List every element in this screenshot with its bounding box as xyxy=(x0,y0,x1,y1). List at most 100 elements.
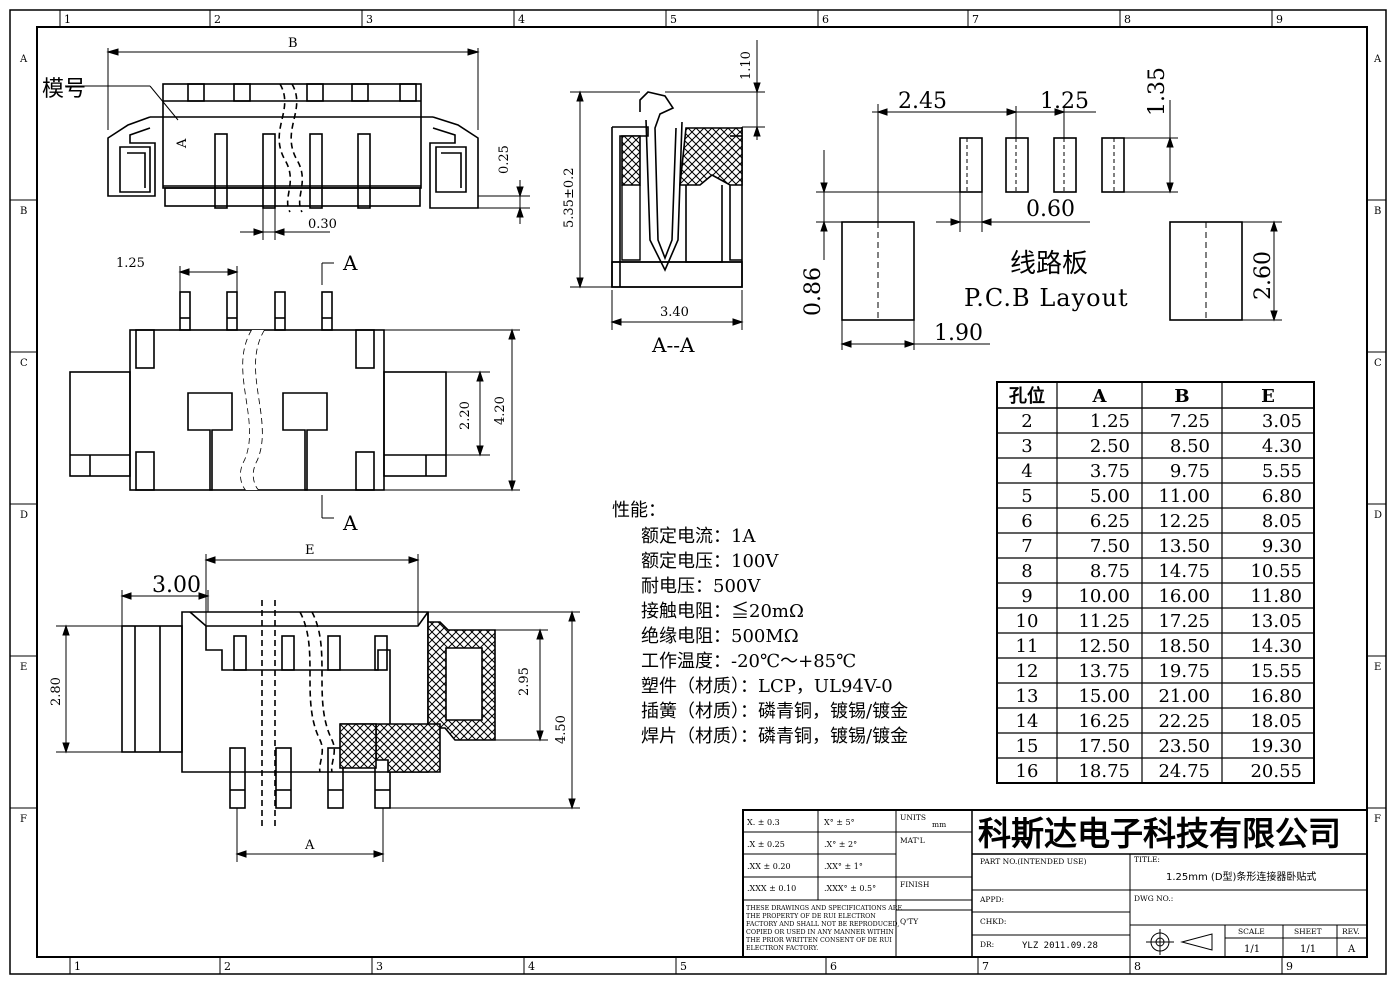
table-cell: 9.75 xyxy=(1170,461,1210,482)
tolerance-block: X. ± 0.3 X° ± 5° .X ± 0.25 .X° ± 2° .XX … xyxy=(747,818,876,893)
table-cell: 8.50 xyxy=(1170,436,1210,457)
table-cell: 7.25 xyxy=(1170,411,1210,432)
table-cell: 20.55 xyxy=(1250,761,1302,782)
svg-text:9: 9 xyxy=(1276,13,1283,26)
units-label: UNITS xyxy=(900,813,926,822)
svg-text:A: A xyxy=(19,54,28,65)
spec-line: 额定电流：1A xyxy=(641,526,756,547)
table-cell: 10.55 xyxy=(1250,561,1302,582)
side-dim-125-label: 1.25 xyxy=(116,256,145,271)
pcb-dim-245-label: 2.45 xyxy=(898,89,947,114)
table-cell: 3 xyxy=(1021,436,1032,457)
svg-text:THE PRIOR WRITTEN CONSENT OF D: THE PRIOR WRITTEN CONSENT OF DE RUI xyxy=(746,937,892,944)
scale-label: SCALE xyxy=(1238,927,1265,936)
sheet-value: 1/1 xyxy=(1300,944,1316,955)
svg-text:7: 7 xyxy=(972,13,979,26)
units-value: mm xyxy=(932,820,946,829)
table-cell: 9.30 xyxy=(1262,536,1302,557)
table-cell: 15.55 xyxy=(1250,661,1302,682)
table-cell: 18.75 xyxy=(1078,761,1130,782)
specs: 性能： 额定电流：1A 额定电压：100V 耐电压：500V 接触电阻：≦20m… xyxy=(612,500,908,747)
svg-text:E: E xyxy=(1374,662,1381,673)
svg-text:6: 6 xyxy=(830,960,837,973)
table-cell: 18.05 xyxy=(1250,711,1302,732)
svg-text:1: 1 xyxy=(64,13,71,26)
svg-text:.XX° ± 1°: .XX° ± 1° xyxy=(824,862,863,871)
chkd-label: CHKD: xyxy=(980,917,1006,926)
table-cell: 13.75 xyxy=(1078,661,1130,682)
section-dim-110-label: 1.10 xyxy=(739,51,754,80)
table-cell: 15.00 xyxy=(1078,686,1130,707)
table-cell: 7.50 xyxy=(1090,536,1130,557)
table-cell: 2.50 xyxy=(1090,436,1130,457)
svg-text:F: F xyxy=(20,814,27,825)
svg-text:.X ± 0.25: .X ± 0.25 xyxy=(747,840,785,849)
drawing-title: 1.25mm (D型)条形连接器卧贴式 xyxy=(1166,870,1316,883)
svg-text:8: 8 xyxy=(1124,13,1131,26)
svg-text:4: 4 xyxy=(518,13,525,26)
table-cell: 5.00 xyxy=(1090,486,1130,507)
svg-text:B: B xyxy=(1374,206,1381,217)
front-view xyxy=(121,600,496,830)
qty-label: Q'TY xyxy=(900,917,919,926)
table-cell: 12.50 xyxy=(1078,636,1130,657)
svg-text:6: 6 xyxy=(822,13,829,26)
table-header-cell: A xyxy=(1092,386,1108,407)
svg-text:B: B xyxy=(20,206,27,217)
svg-text:3: 3 xyxy=(366,13,373,26)
table-cell: 12.25 xyxy=(1158,511,1210,532)
table-cell: 3.05 xyxy=(1262,411,1302,432)
table-cell: 14.30 xyxy=(1250,636,1302,657)
svg-text:FACTORY AND SHALL NOT BE REPRO: FACTORY AND SHALL NOT BE REPRODUCED, xyxy=(746,921,899,928)
title-block xyxy=(742,809,1368,958)
table-cell: 6.25 xyxy=(1090,511,1130,532)
table-cell: 16.00 xyxy=(1158,586,1210,607)
table-cell: 13.50 xyxy=(1158,536,1210,557)
spec-line: 绝缘电阻：500MΩ xyxy=(641,626,799,647)
pcb-layout-dimensions xyxy=(816,100,1282,350)
part-no-label: PART NO.(INTENDED USE) xyxy=(980,857,1087,866)
table-cell: 19.75 xyxy=(1158,661,1210,682)
table-header-cell: E xyxy=(1261,386,1275,407)
section-dim-535-label: 5.35±0.2 xyxy=(562,167,577,228)
table-cell: 10 xyxy=(1016,611,1039,632)
dr-label: DR: xyxy=(980,940,994,949)
table-cell: 13.05 xyxy=(1250,611,1302,632)
svg-text:5: 5 xyxy=(670,13,677,26)
table-cell: 17.50 xyxy=(1078,736,1130,757)
table-cell: 8 xyxy=(1021,561,1032,582)
svg-text:8: 8 xyxy=(1134,960,1141,973)
section-mark-top: A xyxy=(342,251,358,275)
table-cell: 15 xyxy=(1016,736,1039,757)
dim-B-label: B xyxy=(288,36,298,51)
border-row-labels-left: A B C D E F xyxy=(19,54,28,825)
spec-line: 耐电压：500V xyxy=(641,576,761,597)
svg-text:A: A xyxy=(1373,54,1382,65)
dim-A-label: A xyxy=(175,138,190,149)
svg-text:.X° ± 2°: .X° ± 2° xyxy=(824,840,857,849)
dim-025-label: 0.25 xyxy=(497,145,512,174)
title-label: TITLE: xyxy=(1134,855,1160,864)
table-cell: 5.55 xyxy=(1262,461,1302,482)
front-view-dimensions xyxy=(56,554,580,862)
section-view xyxy=(611,91,743,288)
spec-line: 焊片（材质）：磷青铜，镀锡/镀金 xyxy=(641,726,908,747)
table-cell: 16 xyxy=(1016,761,1039,782)
sheet-border xyxy=(9,9,1387,975)
svg-text:C: C xyxy=(20,358,28,369)
table-cell: 16.25 xyxy=(1078,711,1130,732)
svg-text:ELECTRON FACTORY.: ELECTRON FACTORY. xyxy=(746,945,818,952)
svg-text:E: E xyxy=(20,662,27,673)
front-dim-E-label: E xyxy=(305,543,315,558)
svg-text:.XX ± 0.20: .XX ± 0.20 xyxy=(747,862,791,871)
table-cell: 24.75 xyxy=(1158,761,1210,782)
projection-symbol-icon xyxy=(1146,929,1213,955)
table-cell: 4.30 xyxy=(1262,436,1302,457)
spec-line: 工作温度：-20℃～+85℃ xyxy=(641,651,856,672)
table-cell: 8.75 xyxy=(1090,561,1130,582)
front-dim-A-label: A xyxy=(304,838,315,853)
table-cell: 11.00 xyxy=(1158,486,1210,507)
table-cell: 12 xyxy=(1016,661,1039,682)
section-view-dimensions xyxy=(570,40,765,330)
border-column-labels-top: 1 2 3 4 5 6 7 8 9 xyxy=(64,13,1283,26)
